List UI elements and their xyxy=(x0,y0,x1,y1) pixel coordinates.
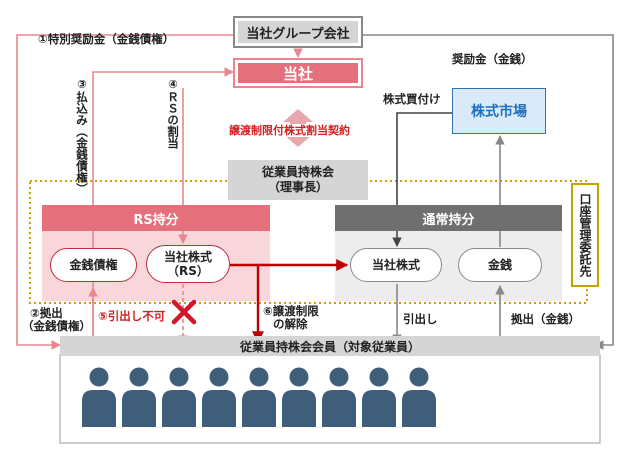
label-stock-purchase: 株式買付け xyxy=(383,92,441,106)
arrow-stock-purchase xyxy=(392,112,452,247)
member-figure-icon xyxy=(242,367,276,427)
arrow-incentive-cash xyxy=(362,34,614,350)
label-release-2: の解除 xyxy=(273,317,308,331)
member-figure-icon xyxy=(162,367,196,427)
members-title-bar: 従業員持株会会員（対象従業員） xyxy=(60,336,600,356)
label-no-withdrawal: ⑤引出し不可 xyxy=(98,309,166,323)
rs-company-stock-line1: 当社株式 xyxy=(163,250,212,264)
members-title: 従業員持株会会員（対象従業員） xyxy=(239,339,420,354)
members-figures xyxy=(82,367,436,427)
custodian-box: 口座管理委託先 xyxy=(571,183,599,287)
normal-cash-label: 金銭 xyxy=(487,258,512,272)
label-contribution-out-2: （金銭債権） xyxy=(22,319,91,333)
normal-cash-pill: 金銭 xyxy=(458,248,542,282)
custodian-label: 口座管理委託先 xyxy=(578,193,592,277)
normal-company-stock-label: 当社株式 xyxy=(371,258,420,272)
normal-holding-header: 通常持分 xyxy=(335,205,562,231)
member-figure-icon xyxy=(122,367,156,427)
member-figure-icon xyxy=(322,367,356,427)
member-figure-icon xyxy=(362,367,396,427)
association-box: 従業員持株会 （理事長） xyxy=(228,160,368,200)
company-box: 当社 xyxy=(233,58,363,88)
label-incentive-cash: 奨励金（金銭） xyxy=(452,52,533,66)
association-line1: 従業員持株会 xyxy=(261,165,334,179)
member-figure-icon xyxy=(202,367,236,427)
stock-market-box: 株式市場 xyxy=(452,88,546,134)
group-company-box: 当社グループ会社 xyxy=(233,16,363,48)
stock-market-label: 株式市場 xyxy=(471,104,527,120)
arrow-special-incentive xyxy=(16,34,233,350)
rs-company-stock-line2: （RS） xyxy=(167,264,209,278)
prohibited-x-icon xyxy=(171,299,197,325)
association-line2: （理事長） xyxy=(267,180,328,194)
label-withdrawal: 引出し xyxy=(403,312,438,326)
rs-company-stock-pill: 当社株式 （RS） xyxy=(146,245,230,283)
label-release-1: ⑥譲渡制限 xyxy=(263,304,319,318)
rs-holding-header: RS持分 xyxy=(42,205,270,231)
association-border xyxy=(29,180,588,304)
label-rs-allotment: ④ＲＳの割当 xyxy=(166,77,180,149)
rs-holding-title: RS持分 xyxy=(133,212,179,228)
label-special-incentive: ①特別奨励金（金銭債権） xyxy=(38,32,175,46)
member-figure-icon xyxy=(82,367,116,427)
member-figure-icon xyxy=(282,367,316,427)
member-figure-icon xyxy=(402,367,436,427)
rs-monetary-claim-pill: 金銭債権 xyxy=(50,248,137,282)
label-contribution-out-1: ②拠出 xyxy=(30,306,63,320)
contract-label: 譲渡制限付株式割当契約 xyxy=(228,124,351,137)
label-contribution-cash: 拠出（金銭） xyxy=(511,312,580,326)
normal-company-stock-pill: 当社株式 xyxy=(350,248,442,282)
company-label: 当社 xyxy=(282,64,313,83)
label-contribution: ③払込み（金銭債権） xyxy=(75,77,89,195)
group-company-label: 当社グループ会社 xyxy=(246,26,350,42)
rs-monetary-claim-label: 金銭債権 xyxy=(69,258,118,272)
normal-holding-title: 通常持分 xyxy=(422,212,475,228)
